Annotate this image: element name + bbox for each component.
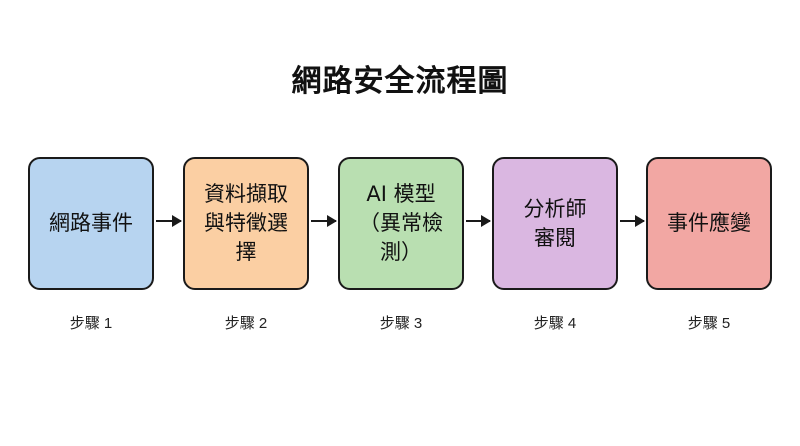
step-box-label: 資料擷取與特徵選擇 — [204, 182, 288, 264]
step-box-label: 網路事件 — [49, 211, 133, 235]
step-box-data-extraction: 資料擷取與特徵選擇 — [183, 157, 309, 290]
arrow-3-to-4 — [466, 215, 491, 227]
step-caption-2: 步驟 2 — [224, 315, 268, 332]
diagram-title: 網路安全流程圖 — [291, 64, 509, 99]
step-box-ai-model: AI 模型（異常檢測） — [338, 157, 464, 290]
step-box-analyst-review: 分析師審閱 — [492, 157, 618, 290]
step-box-incident-response: 事件應變 — [646, 157, 772, 290]
step-box-label: 事件應變 — [667, 211, 751, 235]
step-caption-3: 步驟 3 — [379, 315, 423, 332]
step-caption-5: 步驟 5 — [687, 315, 731, 332]
arrow-1-to-2 — [156, 215, 182, 227]
step-caption-4: 步驟 4 — [533, 315, 577, 332]
arrow-4-to-5 — [620, 215, 645, 227]
step-caption-1: 步驟 1 — [69, 315, 113, 332]
step-box-label: AI 模型（異常檢測） — [359, 182, 443, 264]
step-box-network-event: 網路事件 — [28, 157, 154, 290]
step-box-label: 分析師審閱 — [523, 196, 587, 250]
arrow-2-to-3 — [311, 215, 337, 227]
